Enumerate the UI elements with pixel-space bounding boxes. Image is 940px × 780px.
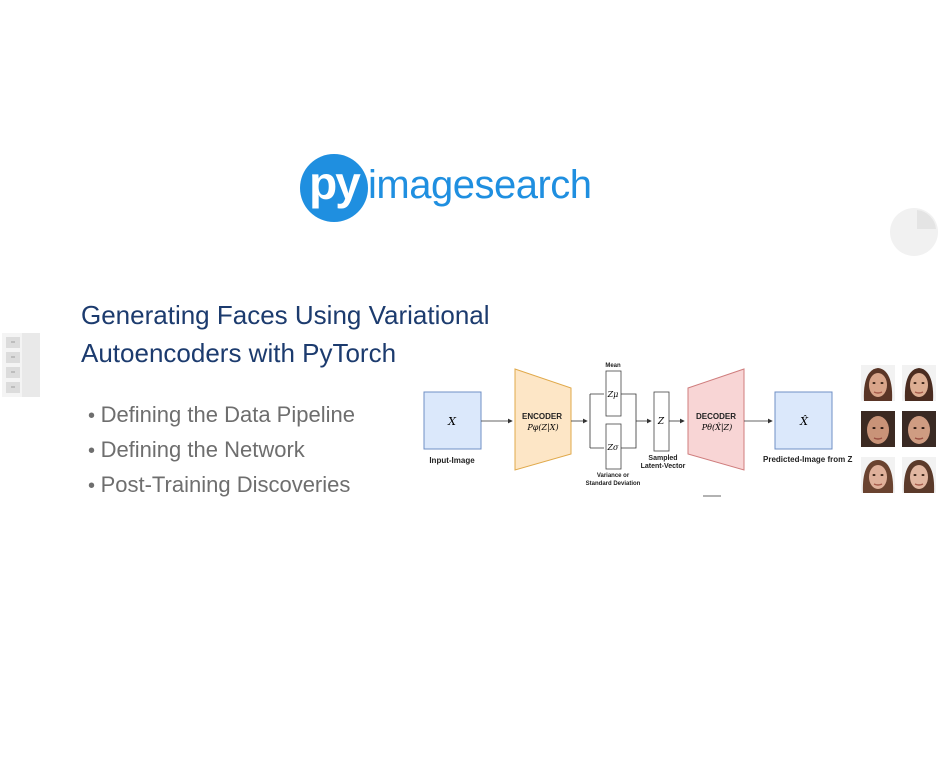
face-image <box>902 365 936 401</box>
merge-bracket <box>621 393 637 449</box>
variance-label-1: Variance or <box>597 473 630 479</box>
generated-faces-grid <box>861 365 940 495</box>
outline-list: Defining the Data Pipeline Defining the … <box>88 398 355 503</box>
list-item: Defining the Data Pipeline <box>88 398 355 433</box>
face-image <box>902 457 936 493</box>
z-symbol: Z <box>657 417 665 427</box>
input-image-box <box>423 391 482 450</box>
input-label: Input-Image <box>429 456 475 465</box>
mean-vector <box>605 370 622 417</box>
page-title: Generating Faces Using Variational Autoe… <box>81 300 490 368</box>
sampled-label-1: Sampled <box>648 455 677 462</box>
face-image <box>861 411 895 447</box>
variance-label-2: Standard Deviation <box>586 481 641 487</box>
decoder-block <box>687 368 745 471</box>
vae-architecture-diagram: X Input-Image ENCODER Pφ(Z|X) Mean Zμ Zσ… <box>423 363 852 497</box>
pie-chart-icon <box>890 208 938 256</box>
split-bracket <box>589 393 604 449</box>
encoder-title: ENCODER <box>522 412 562 421</box>
input-symbol: X <box>447 415 457 428</box>
logo-wordmark: imagesearch <box>368 163 592 207</box>
decoder-formula: Pθ(X̂|Z) <box>701 423 732 432</box>
list-item: Defining the Network <box>88 433 355 468</box>
pyimagesearch-logo: py imagesearch <box>300 152 610 224</box>
output-label: Predicted-Image from Z <box>763 455 852 464</box>
mu-symbol: Zμ <box>607 390 619 399</box>
logo-badge <box>300 154 368 222</box>
logo-badge-text: py <box>309 157 361 209</box>
file-cabinet-icon <box>2 333 40 397</box>
variance-vector <box>605 423 622 470</box>
sampled-label-2: Latent-Vector <box>641 463 686 470</box>
sigma-symbol: Zσ <box>606 443 619 452</box>
decoder-title: DECODER <box>696 412 736 421</box>
encoder-formula: Pφ(Z|X) <box>526 423 558 432</box>
mean-label: Mean <box>605 363 621 369</box>
encoder-block <box>514 368 572 471</box>
list-item: Post-Training Discoveries <box>88 468 355 503</box>
sampled-z-vector <box>653 391 670 452</box>
output-symbol: X̂ <box>799 415 809 428</box>
face-image <box>861 365 895 401</box>
face-image <box>902 411 936 447</box>
face-image <box>861 457 895 493</box>
predicted-image-box <box>774 391 833 450</box>
